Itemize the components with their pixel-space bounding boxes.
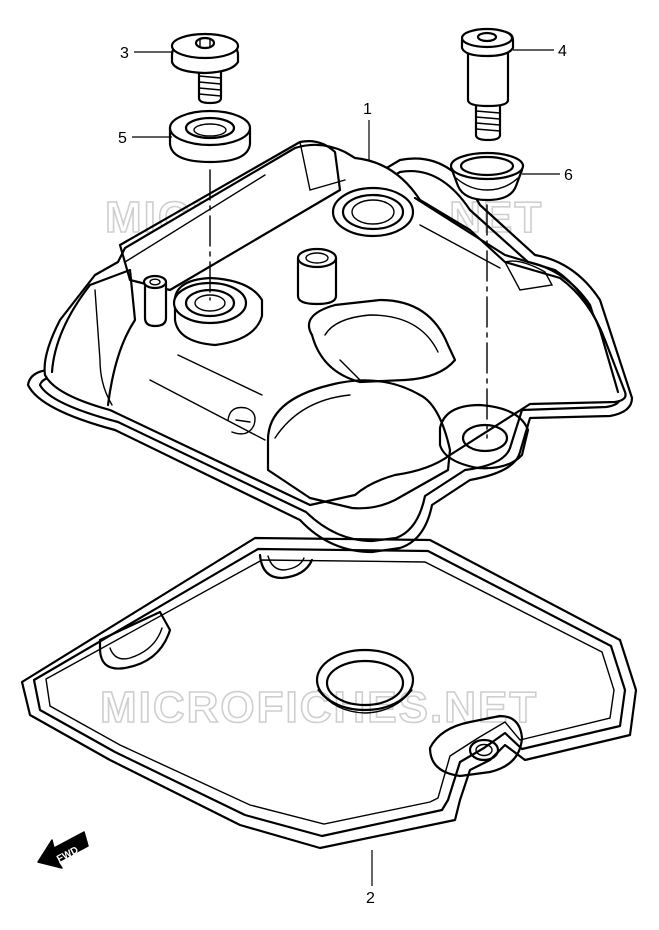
cover-bolt-right	[460, 27, 515, 142]
grommet-left	[168, 109, 252, 164]
svg-text:5: 5	[118, 130, 127, 147]
svg-text:3: 3	[120, 45, 129, 62]
svg-text:4: 4	[558, 43, 567, 60]
callout-5: 5	[118, 130, 172, 147]
cylinder-head-cover-gasket	[20, 536, 638, 850]
callout-6: 6	[522, 167, 573, 184]
callout-3: 3	[120, 45, 172, 62]
grommet-right	[449, 151, 525, 202]
cover-bolt-left	[170, 32, 240, 105]
fwd-arrow-icon: FWD	[37, 831, 89, 869]
callout-1: 1	[363, 101, 372, 160]
callout-2: 2	[366, 850, 375, 907]
cylinder-head-cover	[26, 140, 634, 554]
svg-text:6: 6	[564, 167, 573, 184]
svg-text:1: 1	[363, 101, 372, 118]
svg-text:2: 2	[366, 890, 375, 907]
callout-4: 4	[513, 43, 567, 60]
